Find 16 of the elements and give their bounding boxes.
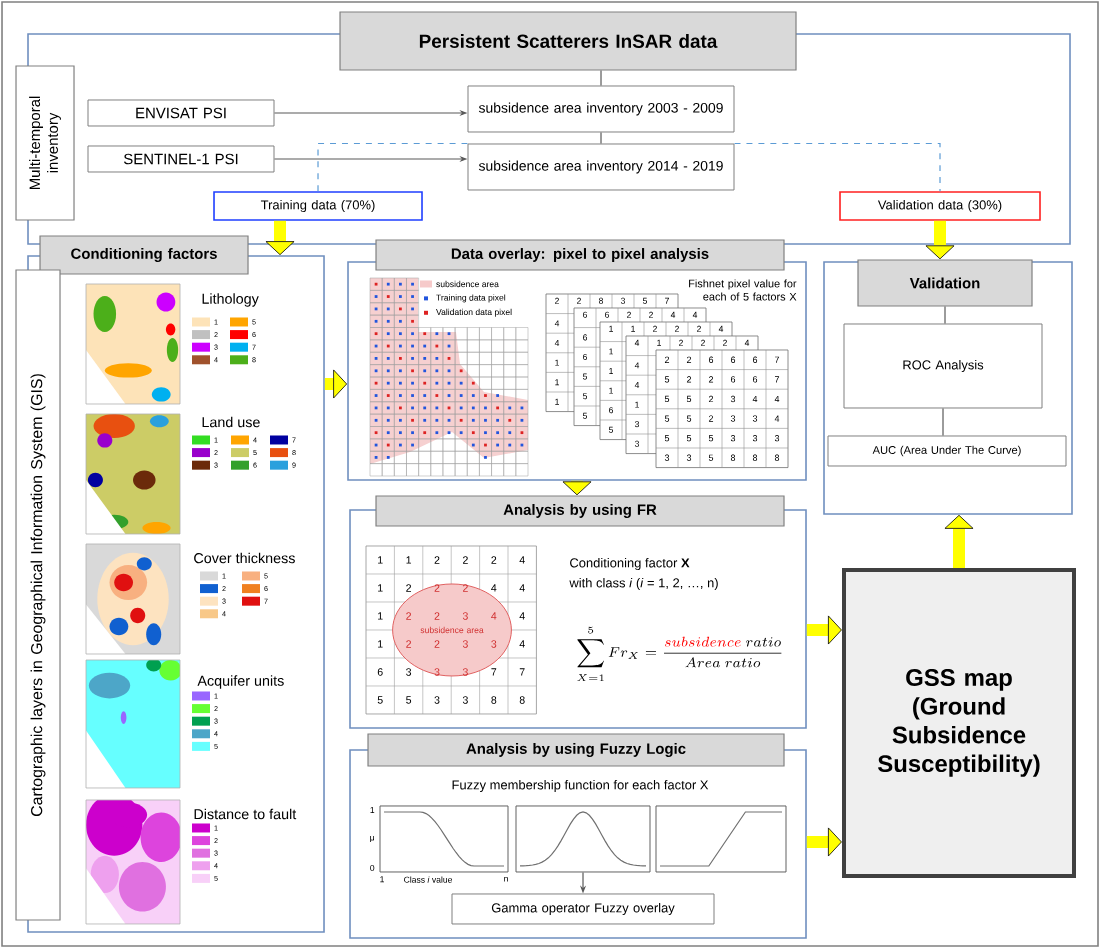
connector-line — [600, 70, 602, 87]
block-arrow — [562, 480, 592, 496]
header-box: Persistent Scatterers InSAR data — [339, 11, 797, 71]
block-arrow — [265, 220, 295, 256]
block-arrow — [925, 220, 955, 260]
result-box: GSS map (Ground Subsidence Susceptibility) — [842, 568, 1076, 878]
block-arrow — [806, 615, 842, 645]
block-arrow — [944, 514, 974, 568]
connector-line — [944, 306, 946, 325]
dashed-line — [733, 142, 941, 192]
connector-line — [942, 407, 944, 437]
formula: $\sum_{X=1}^{5} Fr_{X} = \frac{\textcolor{red}{subsidence}\ ratio}{Area\ ratio}$ — [577, 626, 782, 682]
dashed-line — [317, 142, 469, 192]
block-arrow — [806, 827, 842, 857]
connector-line — [600, 131, 602, 145]
block-arrow — [324, 369, 348, 399]
